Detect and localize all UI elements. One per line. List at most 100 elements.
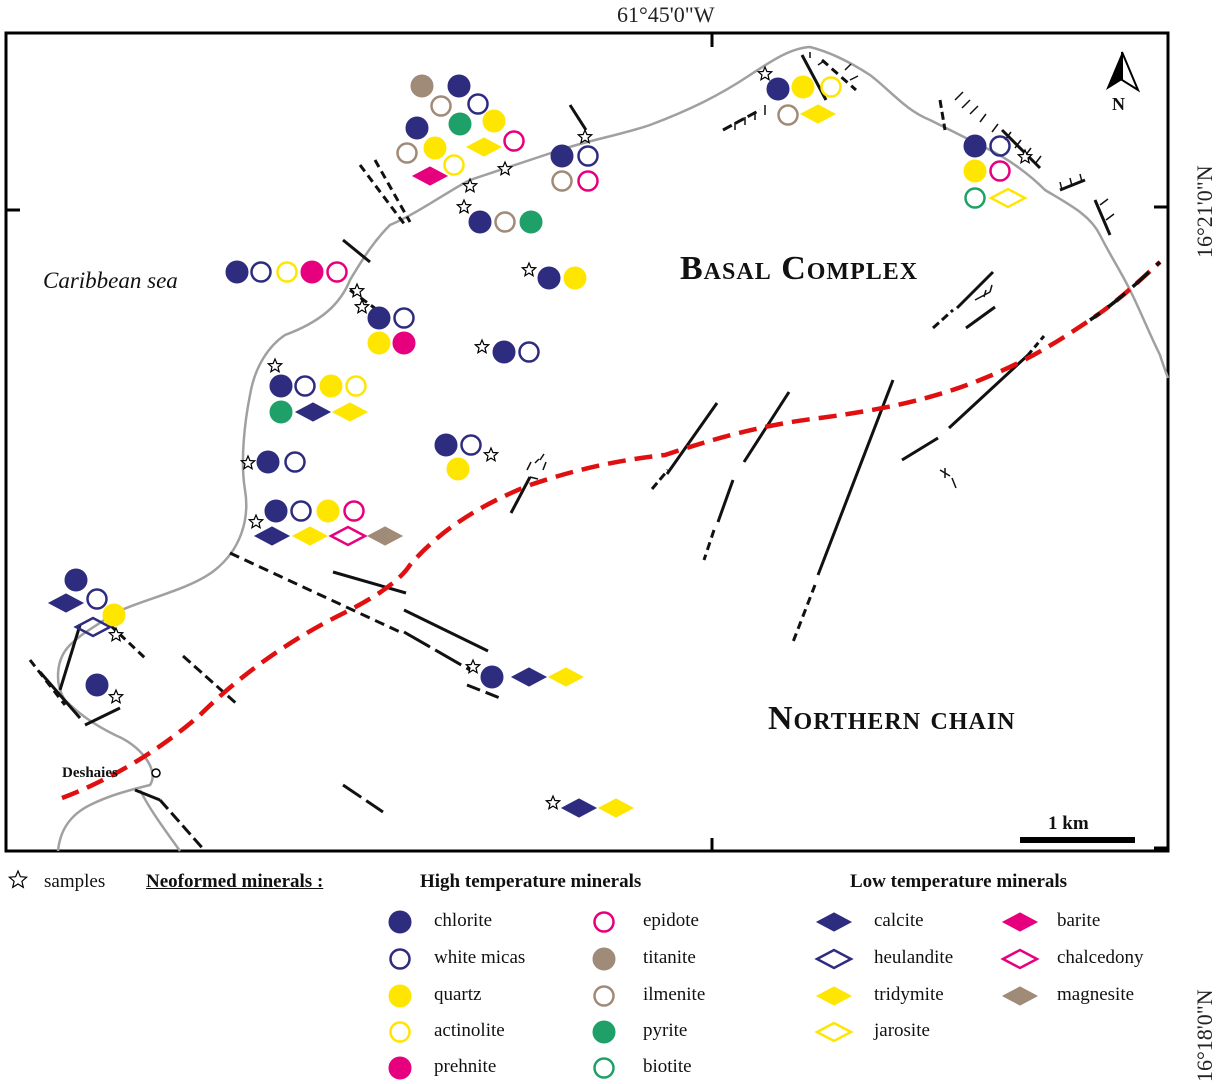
whitemicas-symbol [518,341,540,363]
chlorite-symbol [447,74,471,98]
whitemicas-symbol [284,451,306,473]
quartz-symbol [563,266,587,290]
tridymite-symbol [331,402,369,422]
scale-label: 1 km [1048,813,1089,834]
legend-item: magnesite [1057,984,1135,1005]
legend-high-title: High temperature minerals [420,871,642,892]
legend-item: white micas [434,947,526,968]
sample-star-icon [576,128,594,144]
chlorite-symbol [367,306,391,330]
sample-star-icon [544,794,562,810]
tridymite-symbol [815,986,853,1006]
mineral-symbols-layer [47,74,1028,818]
legend-item: barite [1057,910,1101,931]
quartz-symbol [446,457,470,481]
latitude-label-lower: 16°18'0"N [1192,989,1217,1082]
legend-samples-label: samples [44,871,106,892]
quartz-symbol [963,159,987,183]
quartz-symbol [791,75,815,99]
calcite-symbol [294,402,332,422]
quartz-symbol [482,109,506,133]
sample-star-icon [348,282,366,298]
whitemicas-symbol [577,145,599,167]
sea-label: Caribbean sea [43,268,178,293]
chlorite-symbol [550,144,574,168]
chlorite-symbol [85,673,109,697]
actinolite-symbol [276,261,298,283]
sample-star-icon [1016,148,1034,164]
tridymite-symbol [547,667,585,687]
ilmenite-symbol [551,170,573,192]
biotite-symbol [964,187,986,209]
fault-segment-northeast [1089,260,1162,322]
ilmenite-symbol [430,95,452,117]
biotite-symbol [593,1057,615,1079]
faults [28,54,1112,852]
chlorite-symbol [264,499,288,523]
north-label: N [1112,94,1125,114]
chlorite-symbol [269,374,293,398]
sample-star-icon [7,869,29,889]
legend-item: heulandite [874,947,954,968]
legend-item: actinolite [434,1020,505,1041]
legend-item: tridymite [874,984,944,1005]
titanite-symbol [592,947,616,971]
sample-star-icon [496,160,514,176]
calcite-symbol [510,667,548,687]
pyrite-symbol [592,1020,616,1044]
sample-star-icon [239,454,257,470]
chlorite-symbol [468,210,492,234]
legend-item: prehnite [434,1056,497,1077]
chlorite-symbol [225,260,249,284]
legend-item: titanite [643,947,696,968]
legend-item: ilmenite [643,984,706,1005]
chlorite-symbol [388,910,412,934]
longitude-label: 61°45'0"W [617,2,715,27]
sample-star-icon [107,688,125,704]
chlorite-symbol [492,340,516,364]
tridymite-symbol [465,137,503,157]
whitemicas-symbol [290,500,312,522]
legend-item: calcite [874,910,924,931]
chalcedony-symbol [328,525,368,547]
chalcedony-symbol [1000,948,1040,970]
prehnite-symbol [392,331,416,355]
legend-item: jarosite [874,1020,930,1041]
basal-complex-label: Basal Complex [680,250,919,287]
whitemicas-symbol [460,434,482,456]
whitemicas-symbol [294,375,316,397]
calcite-symbol [815,912,853,932]
whitemicas-symbol [989,135,1011,157]
chlorite-symbol [434,433,458,457]
pyrite-symbol [519,210,543,234]
ilmenite-symbol [494,211,516,233]
epidote-symbol [343,500,365,522]
chlorite-symbol [256,450,280,474]
chlorite-symbol [64,568,88,592]
coastline [56,45,1170,852]
quartz-symbol [316,499,340,523]
sample-star-icon [266,357,284,373]
legend-item: chalcedony [1057,947,1144,968]
sample-star-icon [473,338,491,354]
whitemicas-symbol [250,261,272,283]
titanite-symbol [410,74,434,98]
pyrite-symbol [269,400,293,424]
frame-ticks [6,33,1168,851]
epidote-symbol [326,261,348,283]
quartz-symbol [423,136,447,160]
sample-star-icon [455,198,473,214]
legend-low-title: Low temperature minerals [850,871,1068,892]
map-frame [4,31,1170,853]
quartz-symbol [367,331,391,355]
calcite-symbol [253,526,291,546]
pyrite-symbol [448,112,472,136]
quartz-symbol [319,374,343,398]
legend-item: pyrite [643,1020,688,1041]
tridymite-symbol [291,526,329,546]
chlorite-symbol [766,77,790,101]
chlorite-symbol [480,665,504,689]
actinolite-symbol [389,1021,411,1043]
heulandite-symbol [73,616,113,638]
